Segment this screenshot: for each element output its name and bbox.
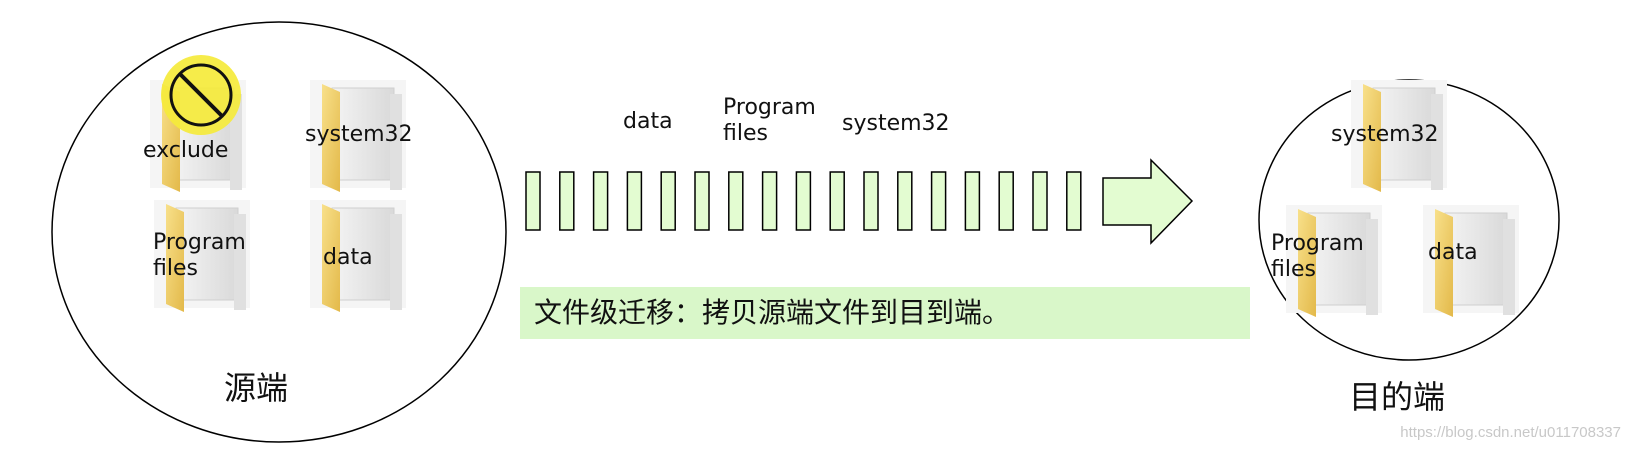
transfer-packet <box>964 171 981 231</box>
source-folder-label-exclude: exclude <box>143 138 229 163</box>
transfer-packet <box>525 171 541 231</box>
transfer-packet <box>998 171 1014 231</box>
transfer-packet <box>592 171 609 231</box>
transfer-packet <box>1032 171 1048 231</box>
destination-folder-label-system32: system32 <box>1331 122 1439 147</box>
transfer-packet <box>728 171 744 231</box>
transfer-packet <box>626 171 643 231</box>
transfer-arrow-icon <box>1102 158 1194 245</box>
transfer-packet <box>660 171 676 231</box>
transfer-packet <box>761 171 778 231</box>
transfer-packet <box>559 171 575 231</box>
prohibited-icon <box>161 55 241 135</box>
transfer-packet <box>863 171 879 231</box>
transfer-label-data: data <box>623 109 673 134</box>
source-circle <box>51 21 507 443</box>
transfer-label-system32: system32 <box>842 111 950 136</box>
transfer-packet <box>930 171 947 231</box>
transfer-packet <box>795 171 812 231</box>
source-folder-label-system32: system32 <box>305 122 413 147</box>
source-folder-label-program-files: Program files <box>153 230 246 281</box>
transfer-packets <box>525 171 1082 231</box>
transfer-packet <box>694 171 710 231</box>
transfer-label-program-files: Program files <box>723 95 816 146</box>
destination-folder-label-program-files: Program files <box>1271 231 1364 282</box>
description-banner: 文件级迁移：拷贝源端文件到目到端。 <box>520 287 1250 339</box>
destination-title: 目的端 <box>1349 378 1446 416</box>
transfer-packet <box>1066 171 1082 231</box>
destination-folder-label-data: data <box>1428 240 1478 265</box>
watermark: https://blog.csdn.net/u011708337 <box>1400 424 1621 441</box>
transfer-packet <box>829 171 845 231</box>
source-title: 源端 <box>224 369 289 407</box>
source-folder-label-data: data <box>323 245 373 270</box>
transfer-packet <box>897 171 913 231</box>
